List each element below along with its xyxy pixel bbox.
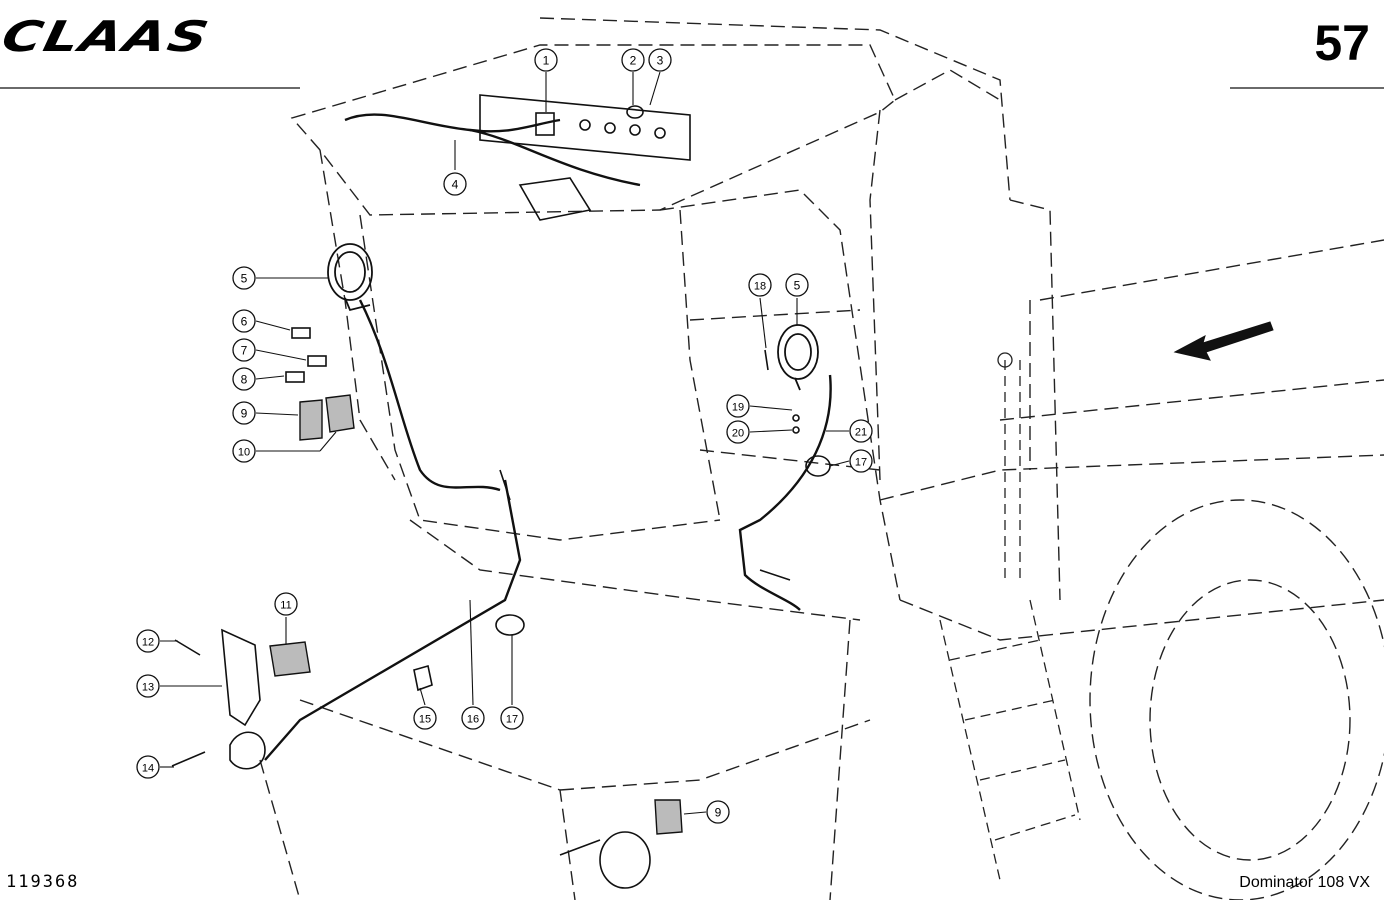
- svg-text:5: 5: [794, 279, 801, 293]
- svg-text:13: 13: [142, 682, 154, 694]
- callout-7[interactable]: 7: [232, 338, 256, 362]
- svg-text:16: 16: [467, 714, 479, 726]
- callout-14[interactable]: 14: [136, 755, 160, 779]
- drawing-number: 119368: [6, 872, 80, 892]
- svg-text:18: 18: [754, 281, 766, 293]
- callout-3[interactable]: 3: [648, 48, 672, 72]
- work-lights: [327, 243, 819, 391]
- callout-18[interactable]: 18: [748, 273, 772, 297]
- page-number: 57: [1314, 15, 1370, 71]
- callout-20[interactable]: 20: [726, 420, 750, 444]
- callout-17-right[interactable]: 17: [849, 449, 873, 473]
- callout-11[interactable]: 11: [274, 592, 298, 616]
- svg-text:17: 17: [855, 457, 867, 469]
- small-hardware: [171, 327, 831, 770]
- callout-16[interactable]: 16: [461, 706, 485, 730]
- model-name: Dominator 108 VX: [1239, 874, 1370, 891]
- reflectors: [269, 394, 683, 835]
- svg-text:9: 9: [715, 806, 722, 820]
- svg-text:20: 20: [732, 428, 744, 440]
- callout-10[interactable]: 10: [232, 439, 256, 463]
- callout-9-left[interactable]: 9: [232, 401, 256, 425]
- callout-2[interactable]: 2: [621, 48, 645, 72]
- svg-text:21: 21: [855, 427, 867, 439]
- callout-1[interactable]: 1: [534, 48, 558, 72]
- ladder: [939, 360, 1081, 881]
- wiring-harness: [264, 113, 832, 761]
- svg-text:4: 4: [452, 178, 459, 192]
- callout-8[interactable]: 8: [232, 367, 256, 391]
- svg-text:15: 15: [419, 714, 431, 726]
- headlight: [559, 831, 651, 889]
- callout-bubbles: 1 2 3 4 5 5 6 7 8 9 9 10 11 12 13 14 15 …: [136, 48, 873, 824]
- callout-6[interactable]: 6: [232, 309, 256, 333]
- svg-text:7: 7: [241, 344, 248, 358]
- svg-text:17: 17: [506, 714, 518, 726]
- callout-9-bottom[interactable]: 9: [706, 800, 730, 824]
- svg-text:8: 8: [241, 373, 248, 387]
- callout-13[interactable]: 13: [136, 674, 160, 698]
- callout-4[interactable]: 4: [443, 172, 467, 196]
- svg-text:19: 19: [732, 402, 744, 414]
- cab-outline: [259, 17, 1384, 900]
- callout-17-bottom[interactable]: 17: [500, 706, 524, 730]
- svg-text:2: 2: [630, 54, 637, 68]
- callout-leaders: [160, 71, 850, 815]
- callout-5-left[interactable]: 5: [232, 266, 256, 290]
- callout-12[interactable]: 12: [136, 629, 160, 653]
- grab-handle-knob: [997, 352, 1013, 368]
- svg-text:10: 10: [238, 447, 250, 459]
- svg-text:11: 11: [280, 600, 291, 612]
- callout-5-right[interactable]: 5: [785, 273, 809, 297]
- roof-switch-panel: [479, 94, 691, 221]
- svg-text:1: 1: [543, 54, 550, 68]
- callout-19[interactable]: 19: [726, 394, 750, 418]
- svg-text:12: 12: [142, 637, 154, 649]
- callout-21[interactable]: 21: [849, 419, 873, 443]
- svg-text:5: 5: [241, 272, 248, 286]
- svg-text:9: 9: [241, 407, 248, 421]
- direction-arrow-icon: [1173, 321, 1274, 361]
- wheel: [1089, 499, 1384, 900]
- callout-15[interactable]: 15: [413, 706, 437, 730]
- svg-text:6: 6: [241, 315, 248, 329]
- svg-text:14: 14: [142, 763, 154, 775]
- svg-text:3: 3: [657, 54, 664, 68]
